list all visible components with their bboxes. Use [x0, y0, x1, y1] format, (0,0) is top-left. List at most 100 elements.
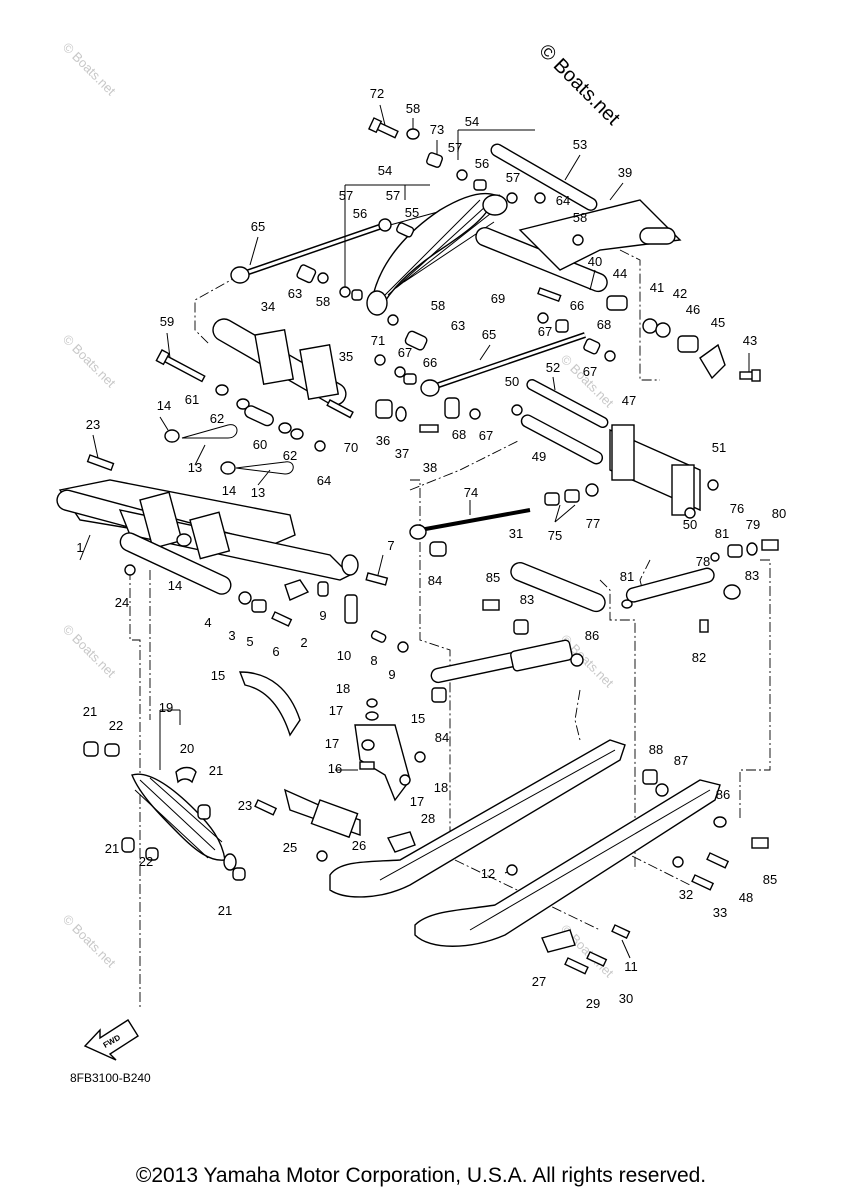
part-callout-15: 15 [211, 668, 225, 683]
bolt-43 [739, 369, 761, 382]
nut-51 [707, 479, 719, 491]
nut-12 [506, 864, 518, 876]
leader-lines [79, 104, 750, 959]
part-callout-23: 23 [86, 417, 100, 432]
bolt-7 [365, 572, 389, 586]
part-callout-57: 57 [339, 188, 353, 203]
part-callout-86: 86 [585, 628, 599, 643]
rear-arm-39 [475, 199, 682, 293]
bracket-47 [609, 424, 701, 516]
washer-67 [537, 312, 549, 324]
washer-87 [655, 783, 669, 797]
shaft-49 [520, 414, 604, 465]
part-callout-40: 40 [588, 254, 602, 269]
part-callout-17: 17 [325, 736, 339, 751]
link-rod-65-middle [420, 332, 586, 397]
spacer-60 [244, 405, 274, 427]
part-callout-17: 17 [329, 703, 343, 718]
bushing-66 [555, 319, 569, 333]
bushing-44 [606, 295, 628, 311]
part-callout-4: 4 [204, 615, 211, 630]
part-callout-30: 30 [619, 991, 633, 1006]
part-callout-81: 81 [715, 526, 729, 541]
bolt-80 [761, 539, 779, 551]
part-callout-54: 54 [465, 114, 479, 129]
part-callout-35: 35 [339, 349, 353, 364]
bolt-30 [586, 951, 608, 967]
washer-62b [278, 422, 292, 434]
part-callout-71: 71 [371, 333, 385, 348]
part-callout-80: 80 [772, 506, 786, 521]
part-callout-42: 42 [673, 286, 687, 301]
washer-58b [572, 234, 584, 246]
part-callout-51: 51 [712, 440, 726, 455]
part-callout-44: 44 [613, 266, 627, 281]
part-callout-58: 58 [316, 294, 330, 309]
bushing-5 [251, 599, 267, 613]
part-callout-65: 65 [251, 219, 265, 234]
washer-67d [469, 408, 481, 420]
washer-50b [684, 507, 696, 519]
bushing-21a [83, 741, 99, 757]
faint-watermark: © Boats.net [60, 622, 119, 681]
bolt-85 [482, 599, 500, 611]
part-callout-60: 60 [253, 437, 267, 452]
arm-78 [625, 567, 715, 603]
part-callout-81: 81 [620, 569, 634, 584]
part-callout-55: 55 [405, 205, 419, 220]
washer-9b [397, 641, 409, 653]
bushing-9 [317, 581, 329, 597]
bushing-66b [403, 373, 417, 385]
nut-14 [164, 429, 180, 443]
part-callout-58: 58 [573, 210, 587, 225]
fwd-arrow-icon: FWD [83, 1019, 139, 1061]
part-callout-19: 19 [159, 700, 173, 715]
part-callout-65: 65 [482, 327, 496, 342]
part-callout-53: 53 [573, 137, 587, 152]
part-callout-45: 45 [711, 315, 725, 330]
part-callout-77: 77 [586, 516, 600, 531]
part-callout-31: 31 [509, 526, 523, 541]
lower-shock-absorber [131, 773, 237, 871]
washer-81 [710, 552, 720, 562]
faint-watermark: © Boats.net [60, 332, 119, 391]
bushing-63b [404, 330, 428, 351]
part-callout-57: 57 [506, 170, 520, 185]
bolt-23 [86, 454, 115, 472]
clip-20 [175, 766, 197, 784]
nut-24 [124, 564, 136, 576]
part-callout-16: 16 [328, 761, 342, 776]
bolt-48 [706, 852, 730, 869]
part-callout-20: 20 [180, 741, 194, 756]
bushing-75a [544, 492, 560, 506]
slide-rail-left [329, 739, 626, 898]
part-callout-21: 21 [105, 841, 119, 856]
part-callout-63: 63 [288, 286, 302, 301]
part-callout-56: 56 [353, 206, 367, 221]
part-callout-58: 58 [431, 298, 445, 313]
part-callout-2: 2 [300, 635, 307, 650]
part-callout-73: 73 [430, 122, 444, 137]
cable-13b [235, 461, 294, 475]
part-callout-87: 87 [674, 753, 688, 768]
part-callout-46: 46 [686, 302, 700, 317]
washer-62 [236, 398, 250, 410]
upper-shock-absorber [366, 192, 508, 316]
bushing-84 [429, 541, 447, 557]
bolt-6 [271, 611, 293, 627]
part-callout-52: 52 [546, 360, 560, 375]
part-callout-21: 21 [218, 903, 232, 918]
part-callout-43: 43 [743, 333, 757, 348]
washer-32 [672, 856, 684, 868]
faint-watermark: © Boats.net [60, 40, 119, 99]
copyright-notice: ©2013 Yamaha Motor Corporation, U.S.A. A… [135, 1164, 707, 1187]
nut-14b [220, 461, 236, 475]
bolt-38 [419, 424, 439, 433]
washer-71 [374, 354, 386, 366]
bushing-88 [642, 769, 658, 785]
part-callout-74: 74 [464, 485, 478, 500]
part-callout-21: 21 [209, 763, 223, 778]
part-callout-67: 67 [479, 428, 493, 443]
bushing-21b [197, 804, 211, 820]
bushing-56b [351, 289, 363, 301]
